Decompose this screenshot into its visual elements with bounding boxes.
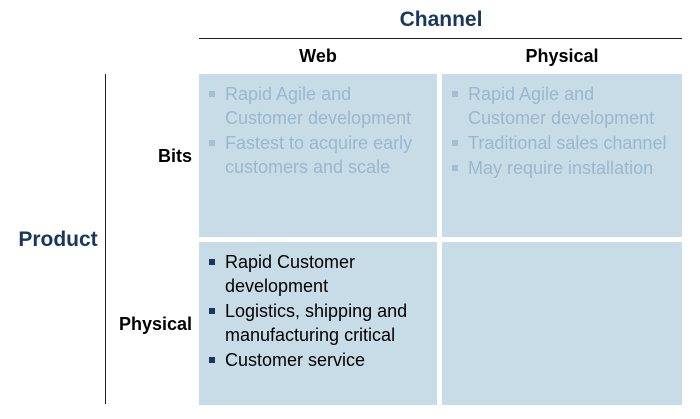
bullet-item: Rapid Agile and Customer development xyxy=(209,82,431,130)
bullet-item: Traditional sales channel xyxy=(452,131,676,155)
square-bullet-icon xyxy=(452,140,458,146)
bullet-item: Logistics, shipping and manufacturing cr… xyxy=(209,299,431,347)
bullet-item: Fastest to acquire early customers and s… xyxy=(209,131,431,179)
square-bullet-icon xyxy=(209,308,215,314)
bullet-text: Logistics, shipping and manufacturing cr… xyxy=(225,301,408,345)
bullet-text: Rapid Agile and Customer development xyxy=(225,84,412,128)
square-bullet-icon xyxy=(209,140,215,146)
bullet-text: Rapid Agile and Customer development xyxy=(468,84,655,128)
product-axis-rule xyxy=(105,74,106,404)
bullet-text: Traditional sales channel xyxy=(468,133,667,153)
column-header-web: Web xyxy=(299,46,337,66)
bullet-text: May require installation xyxy=(468,158,654,178)
product-axis-title: Product xyxy=(18,228,98,251)
bullet-item: May require installation xyxy=(452,156,676,180)
bullet-item: Customer service xyxy=(209,348,431,372)
column-header-physical: Physical xyxy=(525,46,599,66)
row-header-bits: Bits xyxy=(157,146,192,166)
channel-axis-rule xyxy=(199,38,682,39)
square-bullet-icon xyxy=(209,91,215,97)
bullet-text: Rapid Customer development xyxy=(225,252,356,296)
square-bullet-icon xyxy=(452,165,458,171)
bullet-text: Fastest to acquire early customers and s… xyxy=(225,133,413,177)
cell-physical-physical xyxy=(442,242,682,405)
square-bullet-icon xyxy=(452,91,458,97)
bullet-item: Rapid Agile and Customer development xyxy=(452,82,676,130)
bullet-text: Customer service xyxy=(225,350,366,370)
row-header-physical: Physical xyxy=(118,314,192,334)
square-bullet-icon xyxy=(209,357,215,363)
bullet-item: Rapid Customer development xyxy=(209,250,431,298)
square-bullet-icon xyxy=(209,259,215,265)
channel-axis-title: Channel xyxy=(399,8,483,31)
